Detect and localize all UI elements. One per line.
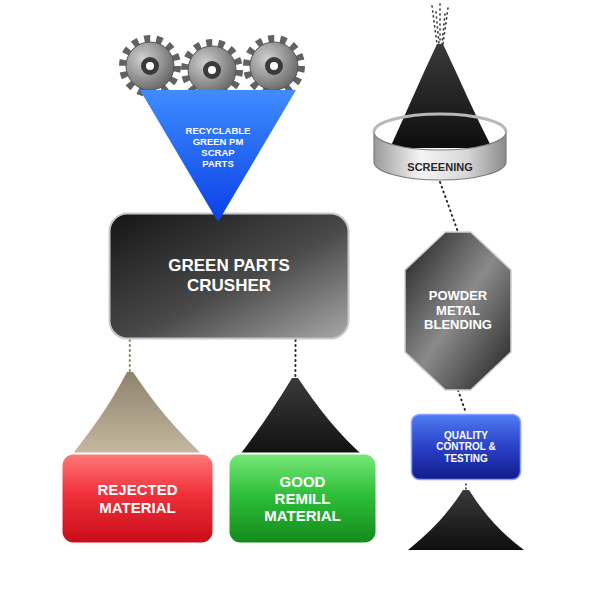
node-label: REJECTED MATERIAL [82, 481, 194, 516]
process-box: QUALITY CONTROL & TESTING [410, 413, 522, 481]
blender-outline [405, 232, 511, 390]
sieve-rim [374, 114, 506, 132]
box-shape [412, 415, 521, 480]
node-label: QUALITY CONTROL & TESTING [427, 430, 505, 465]
output-box: REJECTED MATERIAL [60, 452, 215, 545]
falling-powder [432, 4, 448, 44]
blender-shape: POWDER METAL BLENDING [405, 232, 511, 390]
sieve-band: SCREENING [372, 110, 508, 182]
node-label: RECYCLABLE GREEN PM SCRAP PARTS [185, 126, 251, 170]
process-box: GREEN PARTS CRUSHER [108, 212, 350, 340]
sieve-band [374, 132, 506, 180]
powder-pile [408, 490, 524, 550]
node-label: POWDER METAL BLENDING [416, 289, 500, 334]
node-label: GOOD REMILL MATERIAL [257, 473, 349, 525]
node-label: GREEN PARTS CRUSHER [144, 256, 314, 295]
gear [185, 43, 239, 97]
powder-pile [68, 372, 208, 460]
powder-pile [236, 378, 368, 460]
gear [247, 39, 301, 93]
node-label: SCREENING [380, 161, 500, 174]
input-arrow: RECYCLABLE GREEN PM SCRAP PARTS [140, 90, 296, 222]
box-shape [110, 214, 349, 339]
gear [123, 39, 177, 93]
powder-stream [458, 390, 466, 413]
box-shape [62, 454, 214, 544]
powder-stream [440, 182, 458, 232]
output-box: GOOD REMILL MATERIAL [227, 452, 378, 545]
box-shape [229, 454, 377, 544]
powder-pile [390, 44, 492, 148]
arrow-shape [140, 90, 296, 222]
